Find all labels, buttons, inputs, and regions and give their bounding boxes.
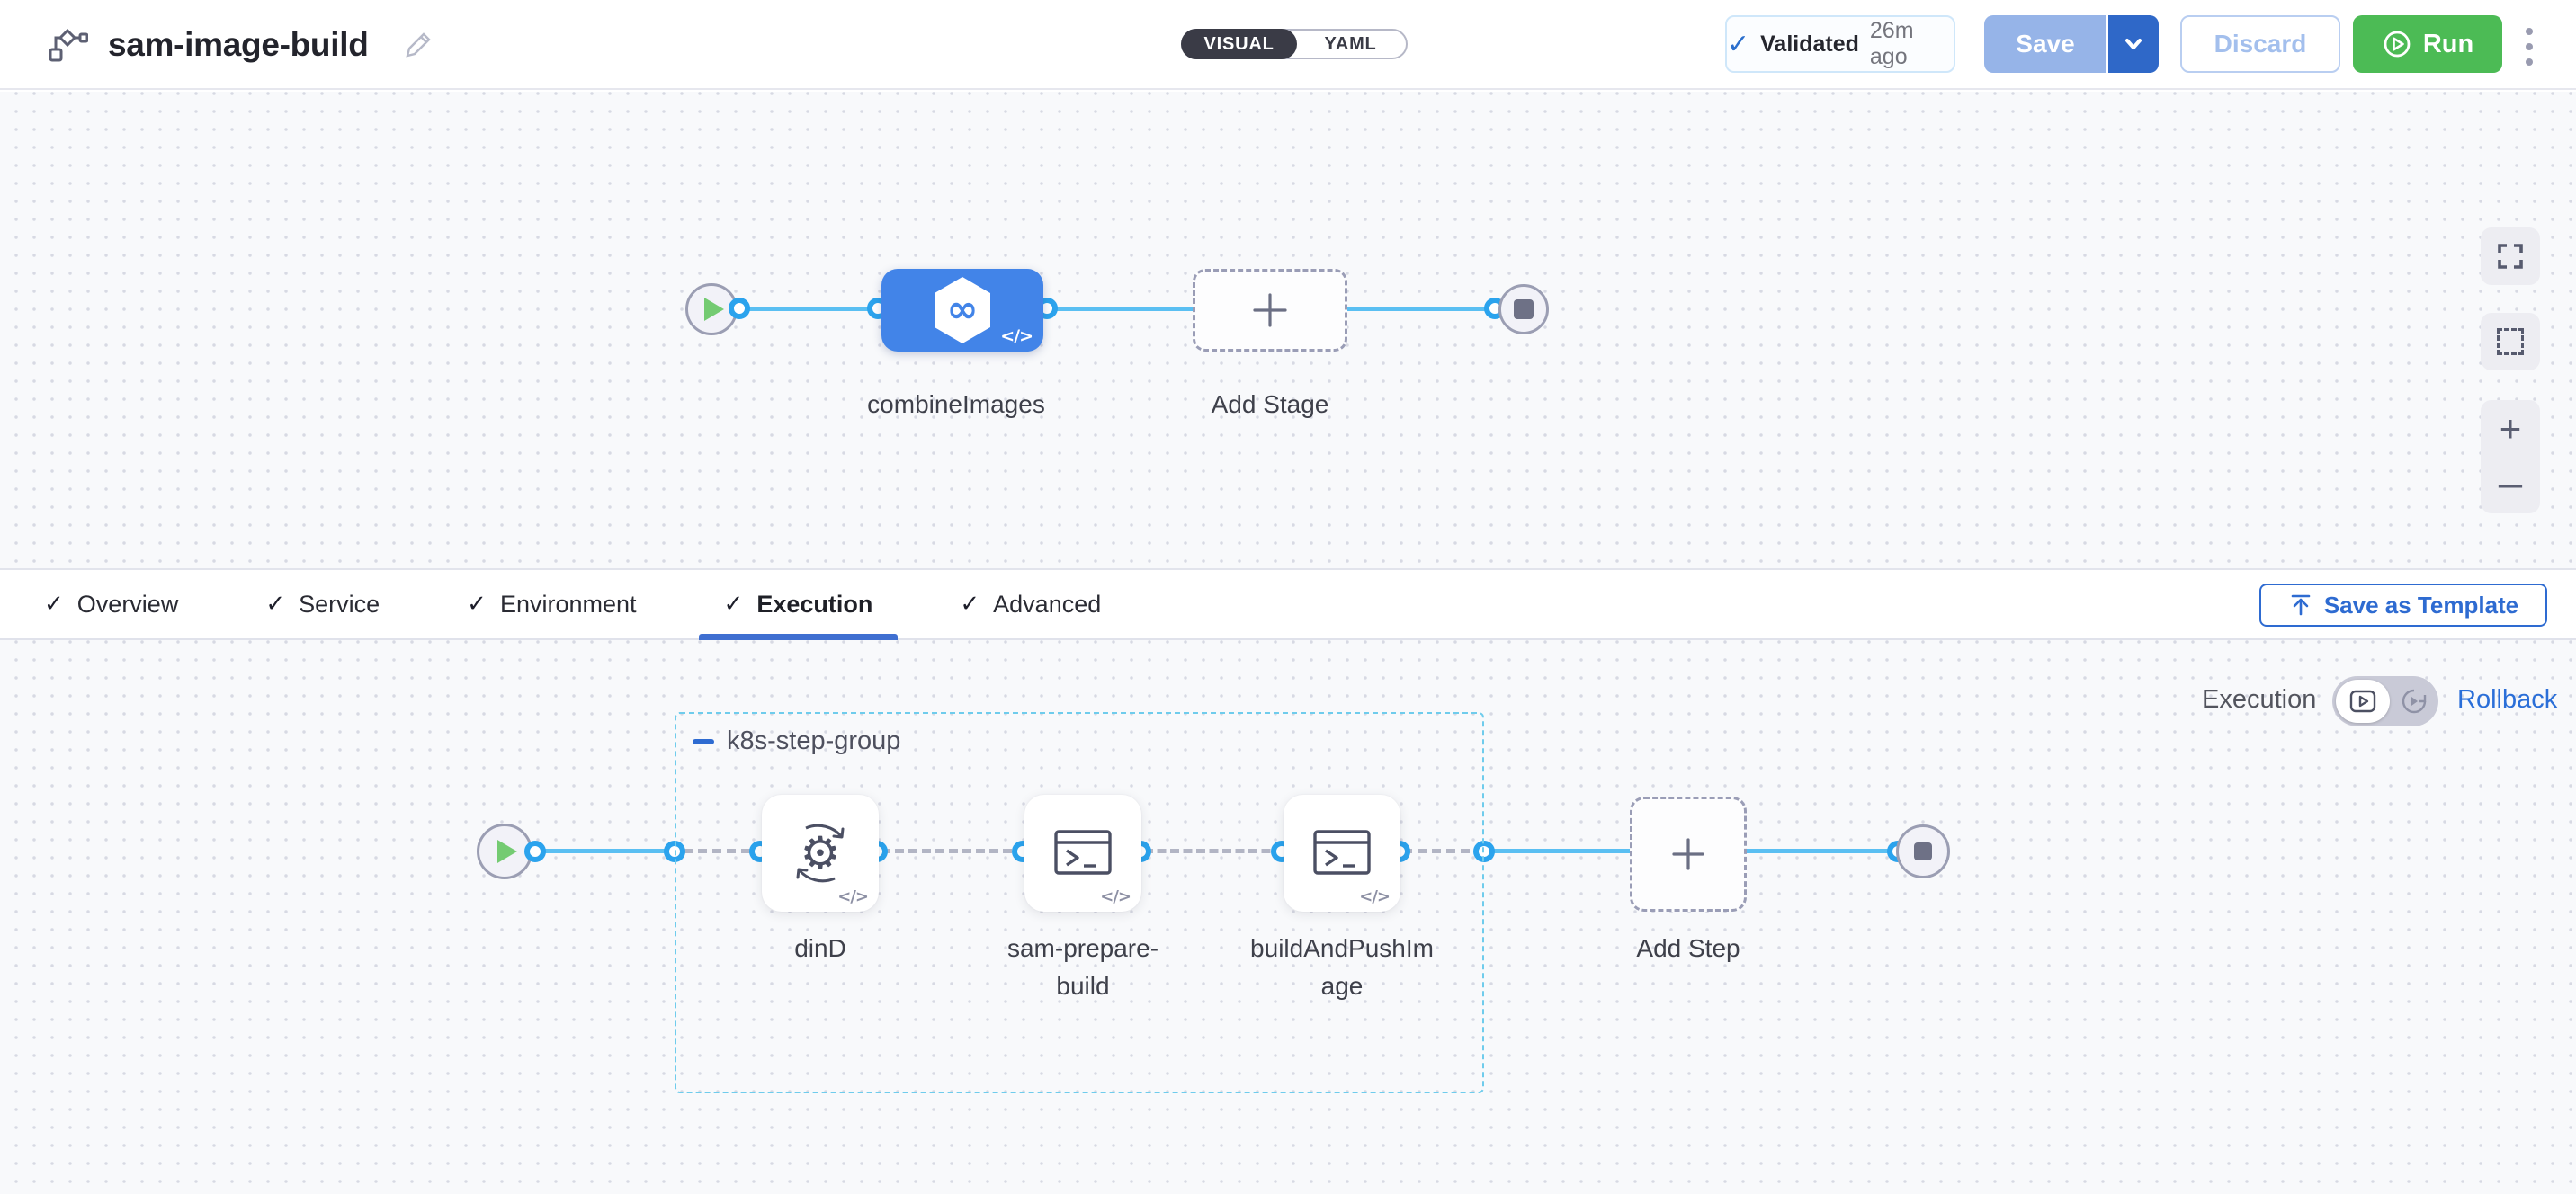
step-dashed-connector [881, 849, 1025, 853]
validated-badge[interactable]: ✓ Validated 26m ago [1725, 15, 1955, 73]
pipeline-header: sam-image-build VISUAL YAML ✓ Validated … [0, 0, 2576, 90]
run-script-icon [1313, 830, 1371, 875]
discard-button[interactable]: Discard [2180, 15, 2340, 73]
docker-in-docker-icon: ⚙ [784, 817, 856, 889]
link-port [729, 298, 750, 319]
step-label: dinD [794, 934, 846, 962]
tab-check-icon: ✓ [467, 591, 487, 618]
save-split-button: Save [1984, 15, 2159, 73]
stop-square-icon [1514, 299, 1534, 319]
step-group-k8s: k8s-step-group ⚙ </> </> [675, 712, 1484, 1093]
plus-icon [1672, 838, 1704, 870]
yaml-toggle-segment[interactable]: YAML [1324, 33, 1377, 54]
add-step-label: Add Step [1636, 934, 1740, 962]
save-as-template-button[interactable]: Save as Template [2259, 584, 2547, 627]
stage-config-tabs: ✓ Overview ✓ Service ✓ Environment ✓ Exe… [0, 568, 2576, 640]
tab-check-icon: ✓ [265, 591, 286, 618]
step-dashed-connector [1403, 849, 1484, 853]
tab-execution[interactable]: ✓ Execution [698, 570, 899, 640]
pipeline-title: sam-image-build [108, 26, 369, 63]
step-label: sam-prepare-build [1006, 934, 1159, 1000]
tab-label: Environment [499, 590, 637, 618]
chevron-down-icon [2125, 39, 2142, 49]
tab-advanced[interactable]: ✓ Advanced [960, 570, 1101, 638]
svg-text:∞: ∞ [947, 287, 979, 331]
execution-play-icon [2349, 690, 2376, 713]
add-step-button[interactable] [1630, 797, 1747, 912]
step-code-badge: </> [1100, 887, 1131, 906]
stage-canvas: ∞ </> combineImages Add Stage + − [0, 92, 2576, 568]
stage-flow-line [739, 307, 1497, 311]
start-play-icon [704, 298, 724, 321]
add-stage-button[interactable] [1193, 269, 1347, 352]
marquee-select-icon [2497, 328, 2524, 355]
upload-icon [2291, 594, 2311, 616]
tab-label: Execution [756, 590, 873, 618]
execution-canvas: Execution Rollback [0, 640, 2576, 1194]
save-options-chevron-button[interactable] [2108, 15, 2159, 73]
pipeline-end-node [1498, 284, 1549, 334]
link-port [1473, 841, 1495, 862]
step-code-badge: </> [837, 887, 869, 906]
tab-label: Overview [76, 590, 179, 618]
execution-mode-label: Execution [2202, 685, 2317, 714]
rollback-link[interactable]: Rollback [2457, 685, 2558, 714]
save-button-divider [2106, 15, 2108, 73]
step-dashed-connector [1144, 849, 1284, 853]
fullscreen-button[interactable] [2481, 227, 2540, 285]
run-play-icon [2384, 31, 2411, 58]
validated-time: 26m ago [1869, 18, 1914, 69]
pipeline-icon [47, 26, 88, 64]
add-stage-label: Add Stage [1211, 390, 1329, 418]
pipeline-start-node [685, 283, 738, 335]
tab-label: Service [299, 590, 380, 618]
tab-check-icon: ✓ [44, 591, 64, 618]
tab-check-icon: ✓ [960, 591, 980, 618]
save-button[interactable]: Save [1984, 15, 2106, 73]
step-dashed-connector [684, 849, 765, 853]
stage-label: combineImages [867, 390, 1045, 418]
execution-end-node [1896, 824, 1950, 878]
step-node-buildandpushimage[interactable]: </> [1284, 795, 1400, 912]
tab-service[interactable]: ✓ Service [265, 570, 380, 638]
tab-overview[interactable]: ✓ Overview [44, 570, 178, 638]
more-options-kebab-icon[interactable] [2511, 23, 2547, 70]
ci-stage-hexagon-icon: ∞ [935, 277, 990, 343]
start-play-icon [497, 840, 517, 863]
step-group-name: k8s-step-group [727, 726, 901, 755]
step-label: buildAndPushImage [1250, 934, 1434, 1000]
rollback-toggle-segment[interactable] [2390, 688, 2438, 715]
edit-title-pencil-icon[interactable] [403, 30, 434, 60]
step-node-sam-prepare-build[interactable]: </> [1024, 795, 1141, 912]
visual-yaml-toggle: VISUAL YAML [1181, 29, 1408, 59]
zoom-controls: + − [2481, 400, 2540, 513]
run-button[interactable]: Run [2353, 15, 2502, 73]
link-port [524, 841, 546, 862]
tab-check-icon: ✓ [723, 591, 744, 618]
tab-environment[interactable]: ✓ Environment [467, 570, 636, 638]
step-code-badge: </> [1359, 887, 1391, 906]
stop-square-icon [1914, 842, 1932, 860]
visual-toggle-segment[interactable]: VISUAL [1181, 29, 1298, 59]
execution-rollback-toggle[interactable] [2332, 676, 2438, 726]
execution-toggle-segment[interactable] [2336, 680, 2390, 723]
rollback-icon [2402, 689, 2427, 714]
stage-code-badge: </> [1000, 326, 1033, 346]
zoom-out-button[interactable]: − [2494, 463, 2527, 507]
tab-label: Advanced [993, 590, 1102, 618]
step-node-dind[interactable]: ⚙ </> [762, 795, 879, 912]
execution-flow-line [540, 849, 679, 853]
validated-label: Validated [1760, 31, 1859, 57]
plus-icon [1253, 293, 1287, 327]
run-script-icon [1054, 830, 1112, 875]
fullscreen-icon [2498, 244, 2523, 269]
collapse-group-minus-icon[interactable] [693, 739, 714, 744]
save-as-template-label: Save as Template [2323, 591, 2519, 619]
validated-check-icon: ✓ [1727, 28, 1750, 60]
run-label: Run [2422, 29, 2474, 58]
marquee-select-button[interactable] [2481, 313, 2540, 370]
zoom-in-button[interactable]: + [2499, 406, 2522, 450]
stage-node-combineimages[interactable]: ∞ </> [881, 269, 1043, 352]
